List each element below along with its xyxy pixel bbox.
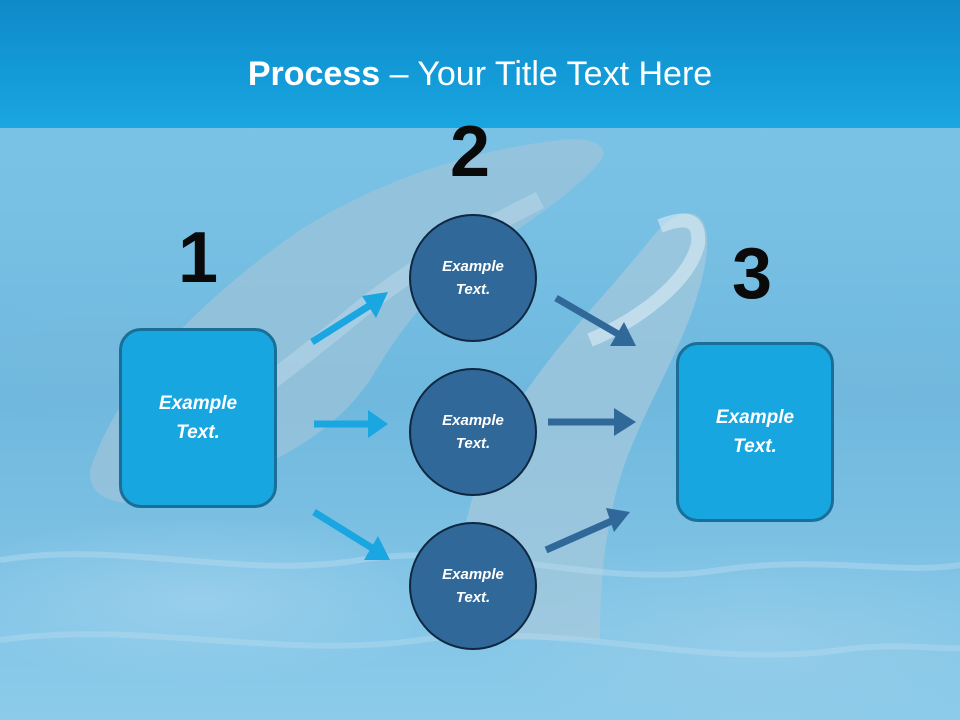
step-number-1: 1 <box>178 218 219 298</box>
circle-bottom-label-line1: Example <box>442 566 504 583</box>
slide-title: Process – Your Title Text Here <box>0 52 960 96</box>
step-3-label: Example Text. <box>716 403 794 461</box>
step-number-3: 3 <box>732 234 773 314</box>
circle-top-label-line2: Text. <box>455 281 491 298</box>
circle-bottom-label-line2: Text. <box>455 589 491 606</box>
arrow-middle-to-3 <box>548 408 636 436</box>
title-strong: Process <box>247 55 381 93</box>
step-2-circle-top: Example Text. <box>409 214 537 342</box>
arrow-top-to-3 <box>554 294 636 346</box>
step-1-label-line2: Text. <box>176 422 220 443</box>
step-1-label: Example Text. <box>159 389 237 447</box>
step-2-circle-bottom: Example Text. <box>409 522 537 650</box>
title-band <box>0 0 960 128</box>
circle-middle-label-line2: Text. <box>455 435 491 452</box>
step-3-label-line1: Example <box>715 407 795 428</box>
arrow-1-to-top <box>310 292 388 345</box>
title-rest: – Your Title Text Here <box>380 55 713 93</box>
circle-top-label-line1: Example <box>442 258 504 275</box>
arrow-1-to-bottom <box>312 509 390 560</box>
step-3-box: Example Text. <box>676 342 834 522</box>
arrow-bottom-to-3 <box>544 508 630 554</box>
step-1-label-line1: Example <box>158 393 238 414</box>
step-3-label-line2: Text. <box>733 436 777 457</box>
step-2-circle-middle: Example Text. <box>409 368 537 496</box>
arrow-1-to-middle <box>314 410 388 438</box>
step-number-2: 2 <box>450 112 491 192</box>
circle-middle-label-line1: Example <box>442 412 504 429</box>
step-1-box: Example Text. <box>119 328 277 508</box>
